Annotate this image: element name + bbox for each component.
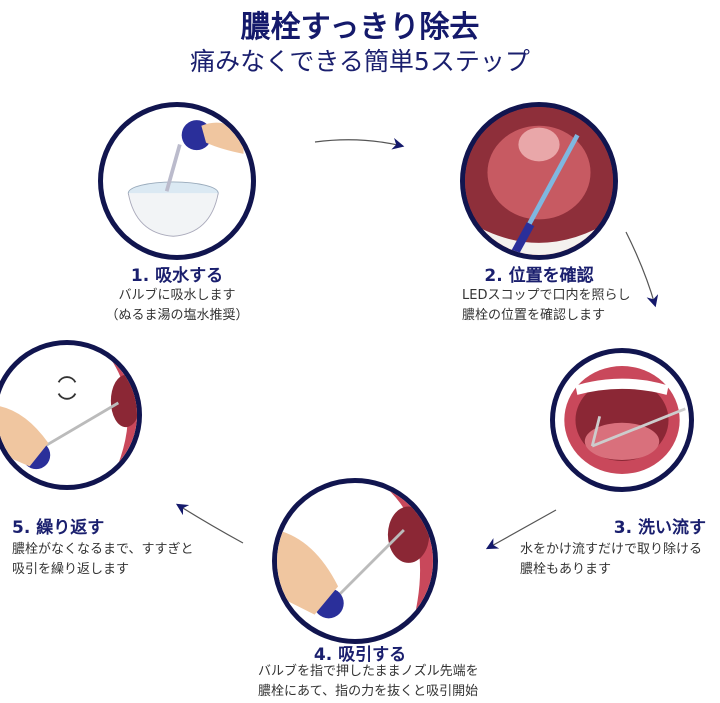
page-title: 膿栓すっきり除去 <box>240 10 480 45</box>
step-4-desc: バルブを指で押したままノズル先端を 膿栓にあて、指の力を抜くと吸引開始 <box>258 662 479 702</box>
step-4-desc-line: 膿栓にあて、指の力を抜くと吸引開始 <box>258 684 479 699</box>
step-3-desc-line: 水をかけ流すだけで取り除ける <box>520 542 703 557</box>
step-5-desc-line: 膿栓がなくなるまで、すすぎと <box>12 542 194 557</box>
step-2-title: 2. 位置を確認 <box>484 266 594 286</box>
step-5-illustration <box>0 340 142 490</box>
step-1-title: 1. 吸水する <box>130 266 224 286</box>
step-3-desc: 水をかけ流すだけで取り除ける 膿栓もあります <box>520 540 702 580</box>
step-1-desc: バルブに吸水します （ぬるま湯の塩水推奨） <box>98 286 256 326</box>
step-5-title: 5. 繰り返す <box>12 518 105 538</box>
step-3-title: 3. 洗い流す <box>613 518 706 538</box>
step-1-illustration <box>98 102 256 260</box>
step-2-desc-line: LEDスコップで口内を照らし <box>462 288 631 303</box>
step-2-illustration <box>460 102 618 260</box>
step-5-desc: 膿栓がなくなるまで、すすぎと 吸引を繰り返します <box>12 540 193 580</box>
step-3-illustration <box>550 348 694 492</box>
step-4-title: 4. 吸引する <box>313 645 407 665</box>
step-4-desc-line: バルブを指で押したままノズル先端を <box>258 664 479 679</box>
step-2-desc-line: 膿栓の位置を確認します <box>462 308 606 323</box>
step-5-desc-line: 吸引を繰り返します <box>12 562 130 577</box>
step-2-desc: LEDスコップで口内を照らし 膿栓の位置を確認します <box>462 286 630 326</box>
page-subtitle: 痛みなくできる簡単5ステップ <box>190 47 530 76</box>
step-1-desc-line: バルブに吸水します <box>118 288 236 303</box>
arrow-1-to-2 <box>314 137 405 150</box>
arrow-4-to-5 <box>175 503 244 544</box>
step-3-desc-line: 膿栓もあります <box>520 562 612 577</box>
repeat-icon <box>57 376 77 400</box>
step-1-desc-line: （ぬるま湯の塩水推奨） <box>105 308 249 323</box>
step-4-illustration <box>272 478 438 644</box>
